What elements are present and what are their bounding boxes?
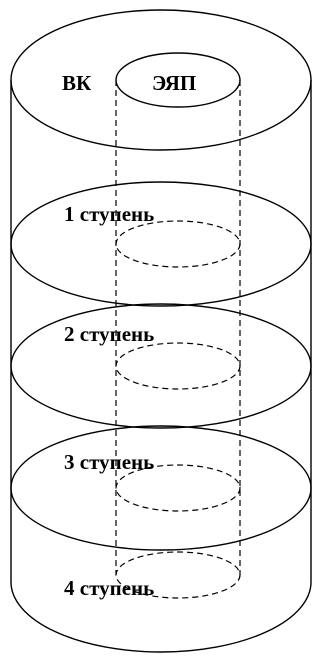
stage-1-label: 1 ступень <box>64 202 154 226</box>
inner-section-3 <box>115 464 241 512</box>
inner-section-1 <box>115 220 241 268</box>
stage-3-disk <box>10 425 312 551</box>
stage-4-label: 4 ступень <box>64 576 154 600</box>
inner-label: ЭЯП <box>152 71 196 95</box>
outer-cylinder-bottom-arc <box>10 581 312 653</box>
stage-2-disk <box>10 303 312 429</box>
inner-section-4 <box>115 551 241 599</box>
stage-3-label: 3 ступень <box>64 450 154 474</box>
inner-section-2 <box>115 342 241 390</box>
stage-2-label: 2 ступень <box>64 322 154 346</box>
outer-label: ВК <box>62 71 92 95</box>
stage-1-disk <box>10 181 312 307</box>
